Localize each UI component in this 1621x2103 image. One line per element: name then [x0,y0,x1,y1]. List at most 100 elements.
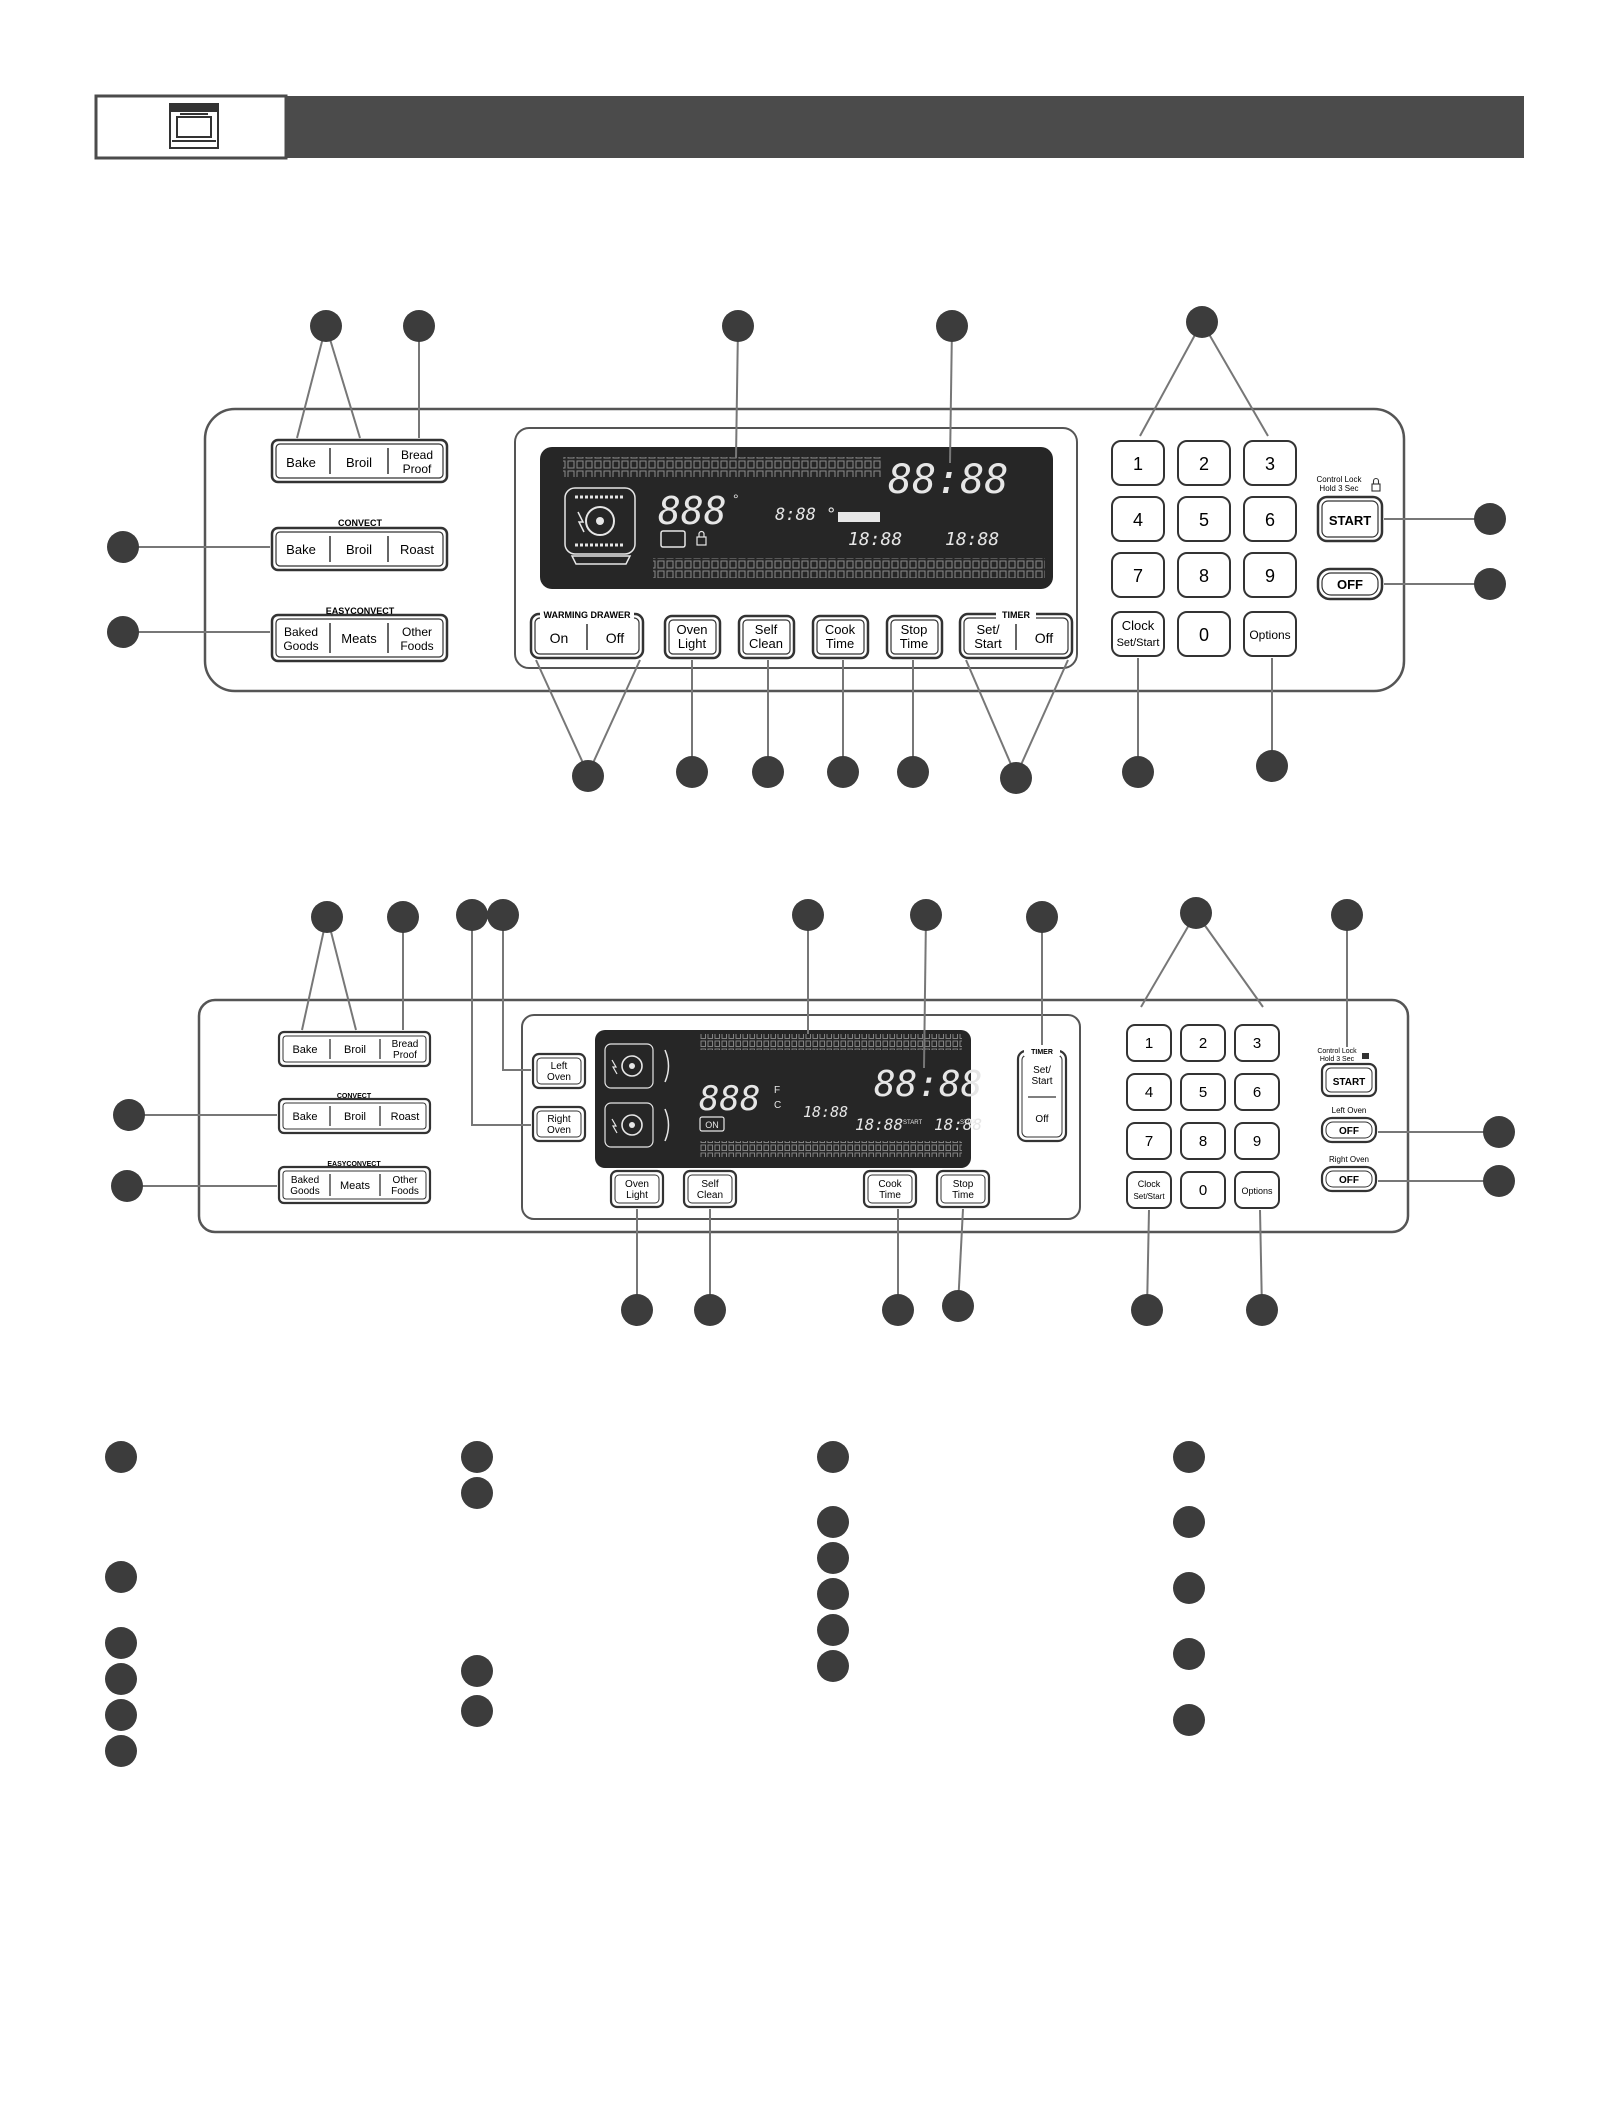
lcd-display: 888 ° 8:88 ° 88:88 18:88 18:88 [540,447,1053,589]
baked-goods-label-2: Goods [290,1186,319,1197]
meats-button[interactable]: Meats [341,631,377,646]
key-9[interactable]: 9 [1253,1133,1261,1150]
stop-time-label-2: Time [952,1190,974,1201]
easyconvect-group: EASYCONVECT Baked Goods Meats Other Food… [277,1161,432,1205]
lcd-small-temp: 8:88 ° [775,505,836,525]
bread-proof-button[interactable]: Bread [401,448,433,462]
broil-button[interactable]: Broil [344,1044,366,1056]
key-7[interactable]: 7 [1145,1133,1153,1150]
convect-bake-button[interactable]: Bake [286,542,316,557]
clock-set-start-button[interactable]: Clock [1122,618,1155,633]
key-1[interactable]: 1 [1145,1035,1153,1052]
bread-proof-label-2: Proof [393,1050,417,1061]
stop-time-button[interactable]: Stop Time [885,614,944,660]
key-6[interactable]: 6 [1265,510,1275,530]
convect-broil-button[interactable]: Broil [344,1111,366,1123]
clock-set-start-label-2: Set/Start [1133,1192,1165,1201]
single-oven-panel: Bake Broil Bread Proof CONVECT Bake Broi… [107,306,1506,794]
timer-title: TIMER [1031,1049,1053,1056]
oven-cavity-icon [564,487,636,565]
options-button[interactable]: Options [1249,628,1290,642]
key-8[interactable]: 8 [1199,1133,1207,1150]
stop-time-label-2: Time [900,636,928,651]
self-clean-button[interactable]: Self Clean [737,614,796,660]
left-oven-button[interactable]: Left Oven [531,1052,587,1090]
key-3[interactable]: 3 [1253,1035,1261,1052]
right-oven-button[interactable]: Right Oven [531,1105,587,1143]
baked-goods-button[interactable]: Baked [284,625,318,639]
key-3[interactable]: 3 [1265,454,1275,474]
cook-time-button[interactable]: Cook Time [862,1169,918,1209]
self-clean-label-2: Clean [749,636,783,651]
oven-light-button[interactable]: Oven Light [609,1169,665,1209]
convect-roast-button[interactable]: Roast [400,542,434,557]
other-foods-button[interactable]: Other [392,1175,418,1186]
panel-outline [203,407,1406,693]
easyconvect-group: EASYCONVECT Baked Goods Meats Other Food… [270,606,449,663]
key-2[interactable]: 2 [1199,1035,1207,1052]
baked-goods-button[interactable]: Baked [291,1175,319,1186]
bake-broil-bread-group: Bake Broil Bread Proof [277,1030,432,1068]
key-9[interactable]: 9 [1265,566,1275,586]
left-oven-label: Left [551,1061,568,1072]
self-clean-button[interactable]: Self Clean [682,1169,738,1209]
timer-group: TIMER Set/ Start Off [958,608,1074,660]
stop-time-button[interactable]: Stop Time [935,1169,991,1209]
convect-broil-button[interactable]: Broil [346,542,372,557]
warming-off-button[interactable]: Off [606,630,625,646]
header-bar [94,94,1524,160]
lcd-cook-time: 18:88 [848,529,902,550]
cook-time-button[interactable]: Cook Time [811,614,870,660]
timer-title: TIMER [1002,610,1030,620]
right-oven-off-button[interactable]: OFF [1339,1175,1359,1186]
meats-button[interactable]: Meats [340,1180,370,1192]
timer-off-button[interactable]: Off [1035,1114,1048,1125]
key-8[interactable]: 8 [1199,566,1209,586]
control-lock-label: Control Lock [1317,475,1363,484]
timer-set-start-button[interactable]: Set/ [976,622,1000,637]
left-oven-off-button[interactable]: OFF [1339,1126,1359,1137]
broil-button[interactable]: Broil [346,455,372,470]
warming-on-button[interactable]: On [550,630,569,646]
off-button[interactable]: OFF [1337,577,1363,592]
easyconvect-title: EASYCONVECT [326,606,395,616]
timer-group: TIMER Set/ Start Off [1016,1046,1068,1143]
key-5[interactable]: 5 [1199,1084,1207,1101]
display-frame [521,1014,1081,1220]
key-4[interactable]: 4 [1133,510,1143,530]
stop-time-label: Stop [953,1179,974,1190]
left-oven-cavity-icon [604,1043,670,1089]
bake-button[interactable]: Bake [292,1044,317,1056]
double-oven-panel: Bake Broil Bread Proof CONVECT Bake Broi… [111,897,1515,1326]
other-foods-button[interactable]: Other [402,625,432,639]
right-oven-off-label: Right Oven [1329,1155,1369,1164]
bread-proof-button[interactable]: Bread [392,1039,419,1050]
convect-group: CONVECT Bake Broil Roast [277,1093,432,1135]
right-oven-label-2: Oven [547,1125,571,1136]
convect-title: CONVECT [338,518,383,528]
lcd-unit-c: C [774,1100,781,1111]
timer-set-start-button[interactable]: Set/ [1033,1065,1051,1076]
lcd-unit-f: F [774,1085,780,1096]
key-5[interactable]: 5 [1199,510,1209,530]
clock-set-start-button[interactable]: Clock [1138,1179,1161,1189]
timer-off-button[interactable]: Off [1035,630,1054,646]
oven-light-button[interactable]: Oven Light [663,614,722,660]
baked-goods-label-2: Goods [283,639,318,653]
key-7[interactable]: 7 [1133,566,1143,586]
key-4[interactable]: 4 [1145,1084,1153,1101]
start-button[interactable]: START [1329,513,1371,528]
key-2[interactable]: 2 [1199,454,1209,474]
options-button[interactable]: Options [1241,1186,1273,1196]
key-0[interactable]: 0 [1199,625,1209,645]
convect-roast-button[interactable]: Roast [391,1111,420,1123]
key-0[interactable]: 0 [1199,1182,1207,1199]
bake-button[interactable]: Bake [286,455,316,470]
key-1[interactable]: 1 [1133,454,1143,474]
lcd-small-time: 18:88 [803,1103,848,1121]
callout-lines-panel2 [127,912,1499,1311]
key-6[interactable]: 6 [1253,1084,1261,1101]
convect-title: CONVECT [337,1093,372,1100]
convect-bake-button[interactable]: Bake [292,1111,317,1123]
start-button[interactable]: START [1333,1077,1366,1088]
